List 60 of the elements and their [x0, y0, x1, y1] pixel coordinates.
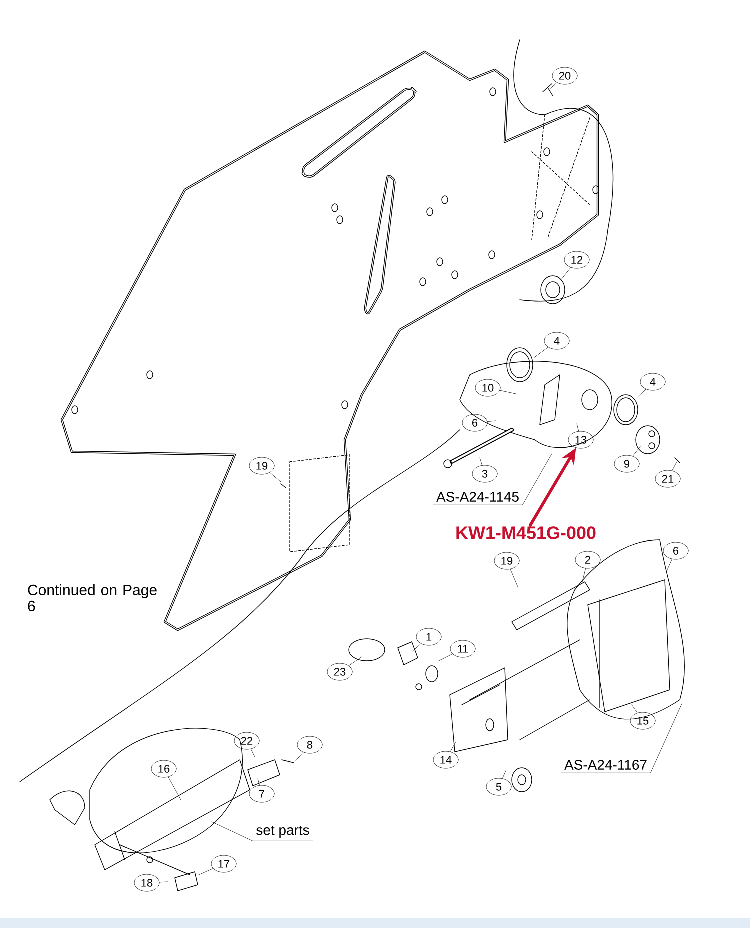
- leader-line: [576, 424, 580, 432]
- leader-line: [480, 458, 483, 466]
- leader-line: [168, 776, 182, 800]
- assembly-label: AS-A24-1145: [436, 492, 519, 502]
- assembly-label: set parts: [256, 826, 310, 838]
- leader-line: [212, 822, 314, 842]
- leader-line: [433, 454, 552, 506]
- callout-number: 2: [575, 551, 601, 569]
- leader-line: [159, 882, 168, 883]
- leader-line: [632, 446, 642, 457]
- leader-line: [534, 347, 549, 358]
- callout-number: 9: [614, 455, 640, 473]
- callout-number: 17: [211, 855, 237, 873]
- callout-number: 23: [327, 663, 353, 681]
- leader-line: [198, 868, 214, 876]
- callout-number: 6: [663, 542, 689, 560]
- leader-line: [270, 472, 282, 482]
- leader-line: [632, 704, 638, 714]
- leader-line: [561, 704, 682, 774]
- leader-line: [672, 462, 678, 472]
- leader-line: [438, 654, 453, 662]
- callout-number: 12: [564, 251, 590, 269]
- leader-line: [258, 778, 260, 786]
- leader-line: [562, 267, 572, 280]
- callout-number: 4: [544, 332, 570, 350]
- callout-number: 19: [249, 457, 275, 475]
- callout-number: 18: [134, 874, 160, 892]
- callout-number: 16: [151, 760, 177, 778]
- callout-number: 14: [433, 751, 459, 769]
- leader-line: [638, 389, 646, 398]
- callout-number: 8: [297, 736, 323, 754]
- callout-number: 4: [640, 373, 666, 391]
- leader-line: [250, 749, 256, 758]
- callout-number: 22: [234, 732, 260, 750]
- leader-line: [582, 568, 586, 584]
- callout-number: 10: [475, 379, 501, 397]
- continuation-note: Continued on Page 6: [28, 584, 157, 612]
- leader-line: [487, 420, 496, 422]
- callout-number: 3: [472, 465, 498, 483]
- leader-line: [510, 569, 518, 588]
- leader-line: [666, 559, 672, 572]
- assembly-label: AS-A24-1167: [564, 760, 647, 770]
- leader-line: [548, 82, 558, 90]
- callout-number: 13: [568, 431, 594, 449]
- leader-line: [294, 752, 304, 762]
- callout-number: 11: [450, 640, 476, 658]
- callout-number: 6: [462, 414, 488, 432]
- leader-line: [502, 770, 506, 779]
- leader-line: [348, 656, 362, 666]
- callout-number: 7: [249, 785, 275, 803]
- leader-line: [500, 390, 516, 394]
- callout-number: 21: [655, 470, 681, 488]
- part-number-label: KW1-M451G-000: [456, 526, 596, 540]
- callout-number: 5: [486, 778, 512, 796]
- leader-line: [450, 742, 456, 752]
- callout-number: 15: [630, 712, 656, 730]
- callout-number: 20: [552, 67, 578, 85]
- callout-number: 19: [494, 552, 520, 570]
- leader-line: [412, 644, 422, 652]
- callout-number: 1: [416, 628, 442, 646]
